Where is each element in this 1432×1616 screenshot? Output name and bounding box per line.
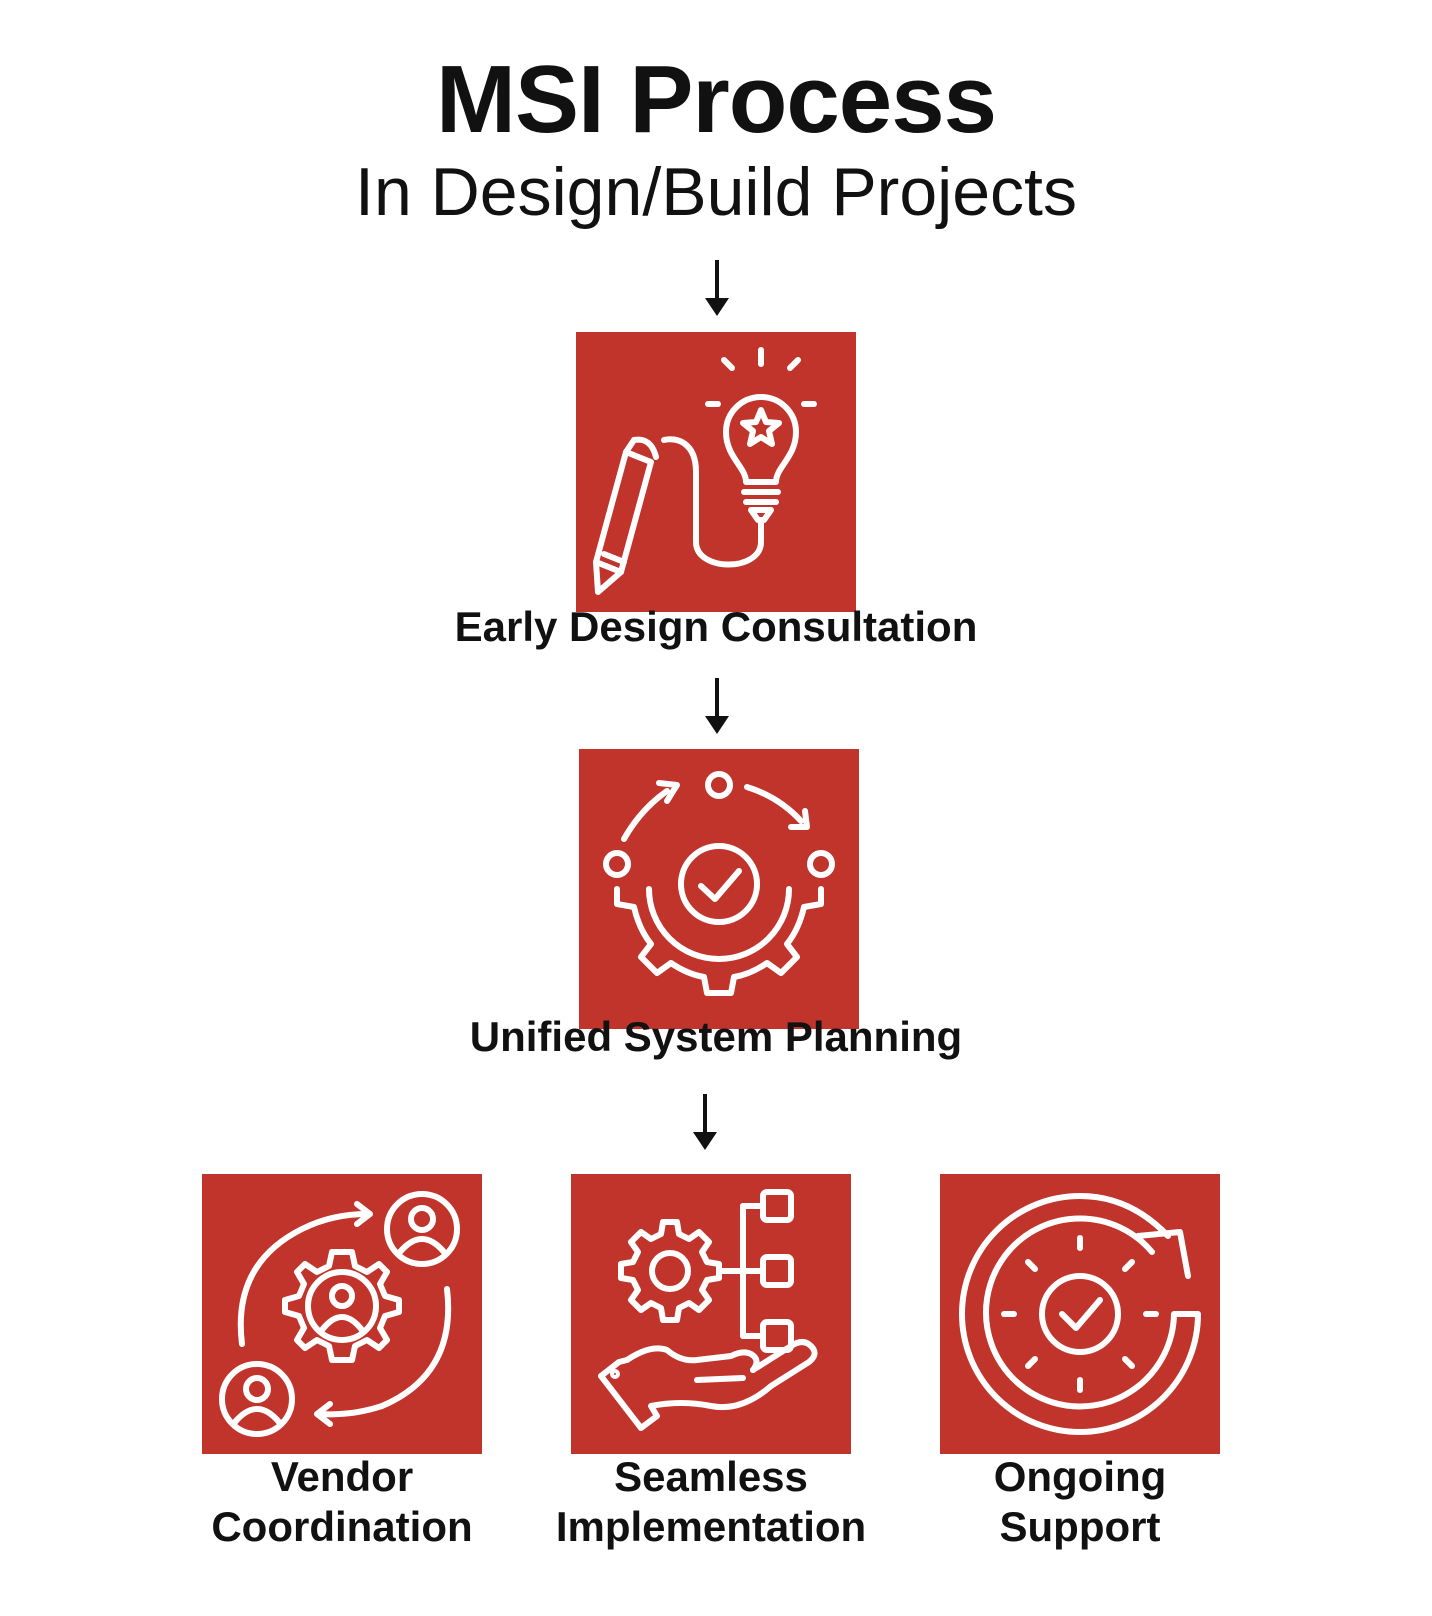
step-3-label-line1: Vendor [270,1453,414,1500]
step-4-label-line1: Seamless [614,1453,808,1500]
step-4-label: Seamless Implementation [501,1452,921,1552]
step-early-design-box [576,332,856,612]
page-subtitle: In Design/Build Projects [355,154,1077,230]
hand-gear-hierarchy-icon [598,1189,818,1431]
down-arrow-icon [705,678,729,734]
step-unified-planning-box [579,749,859,1029]
lightbulb-pencil-icon [593,347,817,595]
page-title: MSI Process [436,46,997,153]
step-5-label-line1: Ongoing [993,1453,1167,1500]
step-2-label: Unified System Planning [469,1013,963,1060]
step-3-label-line2: Coordination [211,1503,473,1550]
down-arrow-icon [705,260,729,316]
vendor-gear-people-icon [219,1191,460,1437]
step-seamless-implementation-box [571,1174,851,1454]
gear-checkmark-cycle-icon [603,771,835,996]
step-ongoing-support-box [940,1174,1220,1454]
step-5-label: Ongoing Support [870,1452,1290,1552]
step-4-label-line2: Implementation [555,1503,867,1550]
step-3-label: Vendor Coordination [132,1452,552,1552]
step-5-label-line2: Support [999,1503,1161,1550]
down-arrow-icon [693,1094,717,1150]
step-1-label: Early Design Consultation [454,603,978,650]
step-vendor-coordination-box [202,1174,482,1454]
circular-arrow-clock-check-icon [959,1193,1201,1435]
